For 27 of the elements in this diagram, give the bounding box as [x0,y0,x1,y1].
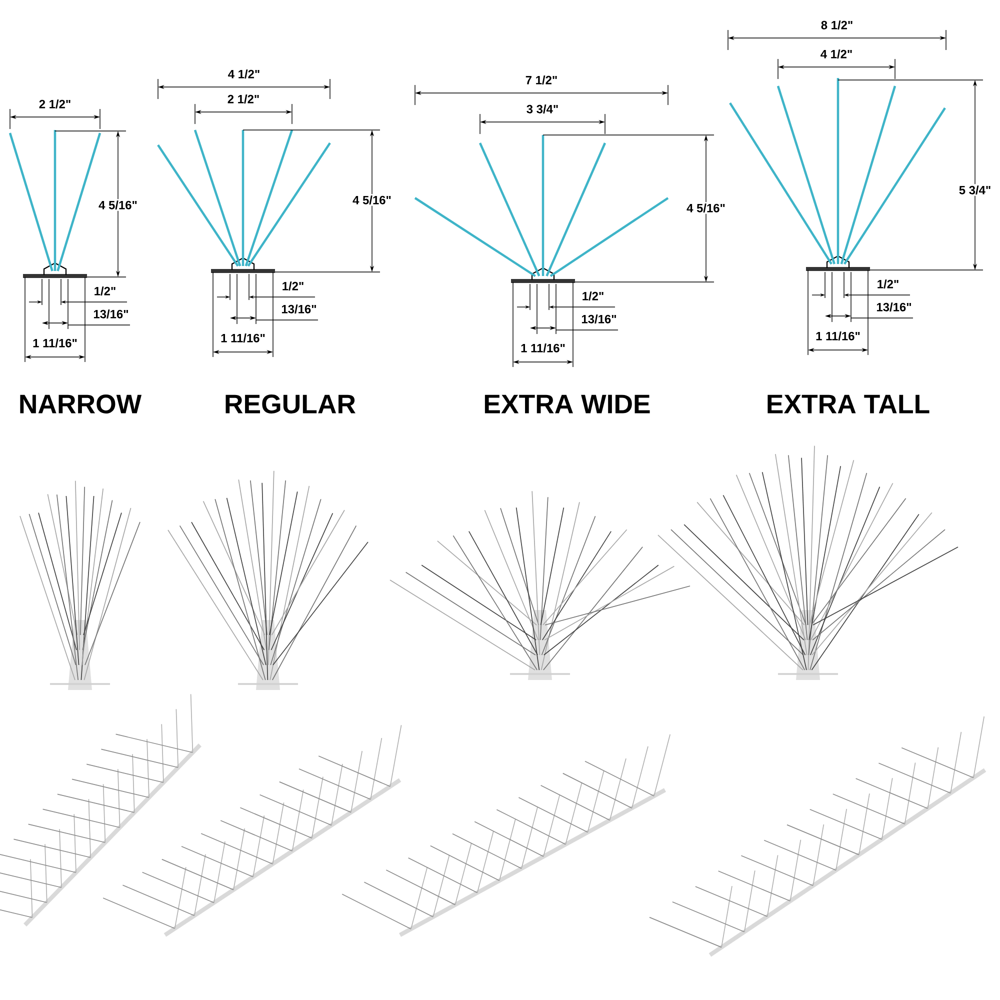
variant-name: EXTRA WIDE [484,394,650,414]
variant-name: NARROW [20,394,142,414]
dimension-label: 1 11/16" [521,344,565,352]
dimension-label: 5 3/4" [959,186,990,194]
dimension-label: 4 1/2" [820,50,852,58]
dimension-label: 1/2" [878,280,898,288]
dimension-label: 2 1/2" [228,94,259,104]
dimension-label: 1/2" [582,292,604,300]
dimension-label: 4 1/2" [228,70,260,78]
dimension-label: 4 5/16" [686,204,725,212]
dimension-label: 1/2" [94,286,116,296]
dimension-label: 13/16" [94,310,128,318]
dimension-label: 4 5/16" [352,196,391,204]
dimension-label: 4 5/16" [98,200,137,210]
dimension-label: 2 1/2" [39,100,70,108]
variant-name: EXTRA TALL [768,394,930,414]
variant-name: REGULAR [226,394,356,414]
dimension-label: 1 11/16" [221,334,265,342]
dimension-label: 1 11/16" [33,338,77,348]
dimension-label: 13/16" [876,302,911,312]
dimension-label: 1 11/16" [816,332,860,340]
dimension-label: 1/2" [282,282,304,290]
dimension-label: 8 1/2" [821,20,852,30]
dimension-label: 13/16" [582,314,616,324]
dimension-label: 3 3/4" [526,104,558,114]
dimension-label: 7 1/2" [526,76,557,84]
dimension-label: 13/16" [282,304,316,314]
